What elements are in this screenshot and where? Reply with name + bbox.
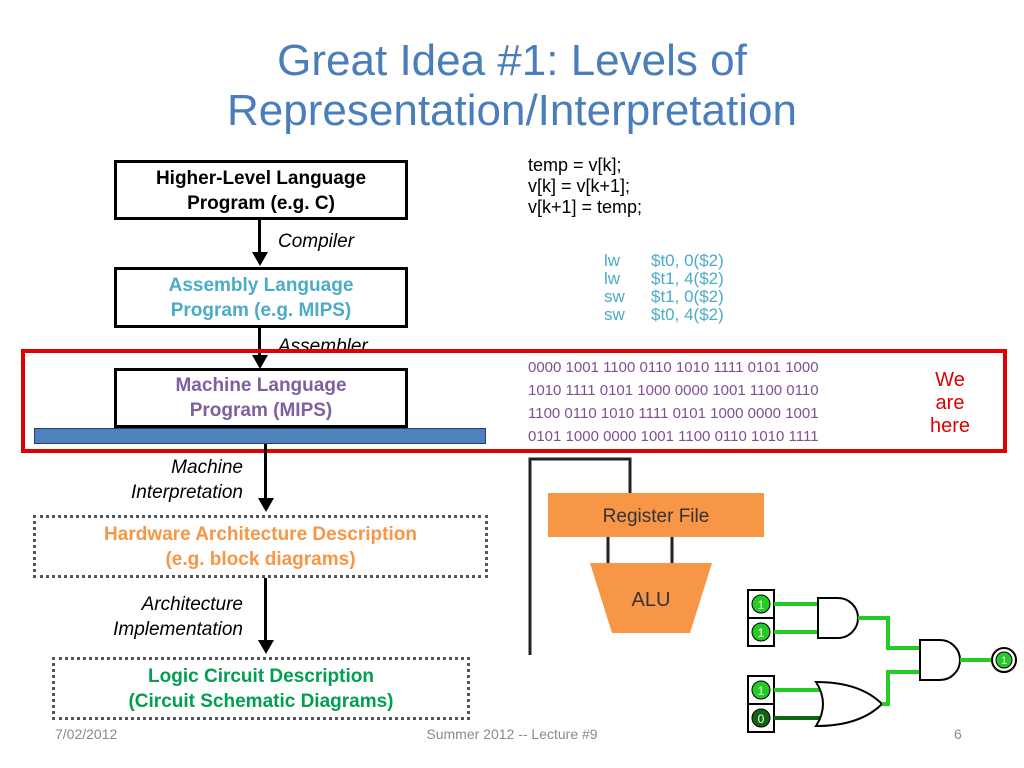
wire-on bbox=[858, 616, 920, 650]
alu-label: ALU bbox=[632, 589, 671, 611]
memory-bar bbox=[34, 428, 486, 444]
asm-line: lw $t1, 4($2) bbox=[604, 270, 724, 288]
asm-args: $t1, 0($2) bbox=[651, 287, 724, 306]
label-machine-interpretation: Machine Interpretation bbox=[60, 455, 243, 505]
arrow-assembler-head bbox=[252, 355, 268, 369]
asm-code-block: lw $t0, 0($2) lw $t1, 4($2) sw $t1, 0($2) s… bbox=[604, 252, 724, 324]
logic-label-1: Logic Circuit Description bbox=[148, 666, 374, 687]
asm-op: sw bbox=[604, 287, 625, 306]
asm-op: lw bbox=[604, 269, 621, 288]
output-value: 1 bbox=[1001, 655, 1007, 667]
label-compiler: Compiler bbox=[278, 231, 355, 252]
or-gate bbox=[814, 680, 884, 728]
arrow-assembler-line bbox=[258, 328, 261, 358]
binary-line: 0000 1001 1100 0110 1010 1111 0101 1000 bbox=[528, 359, 819, 376]
slide-title: Great Idea #1: Levels of Representation/… bbox=[0, 36, 1024, 136]
asm-args: $t0, 0($2) bbox=[651, 251, 724, 270]
footer-date: 7/02/2012 bbox=[55, 726, 118, 742]
label-machine-line-1: Machine bbox=[171, 457, 243, 478]
hardware-block-diagram: Register File ALU bbox=[528, 457, 764, 655]
asm-label-1: Assembly Language bbox=[168, 275, 354, 296]
arrow-machine-head bbox=[258, 498, 274, 512]
input-led-on bbox=[751, 594, 771, 614]
we-are-here-word: are bbox=[935, 392, 965, 414]
output-led-on bbox=[995, 651, 1013, 669]
we-are-here-word: here bbox=[929, 415, 971, 437]
c-code-line: v[k] = v[k+1]; bbox=[528, 176, 631, 196]
label-arch-line-2: Implementation bbox=[113, 619, 243, 640]
footer-course: Summer 2012 -- Lecture #9 bbox=[426, 726, 598, 742]
asm-args: $t1, 4($2) bbox=[651, 269, 724, 288]
register-file-block bbox=[548, 493, 764, 537]
wire-on bbox=[882, 670, 920, 706]
machine-label-2: Program (MIPS) bbox=[189, 400, 333, 421]
and-gate bbox=[919, 639, 961, 681]
arrow-arch-head bbox=[258, 640, 274, 654]
asm-op: lw bbox=[604, 251, 621, 270]
asm-args: $t0, 4($2) bbox=[651, 305, 724, 324]
hardware-label-1: Hardware Architecture Description bbox=[104, 524, 417, 545]
input-led-off bbox=[751, 708, 771, 728]
c-code-block: temp = v[k]; v[k] = v[k+1]; v[k+1] = tem… bbox=[528, 155, 642, 218]
binary-line: 1100 0110 1010 1111 0101 1000 0000 1001 bbox=[528, 405, 819, 422]
arrow-arch-line bbox=[264, 578, 267, 642]
binary-line: 1010 1111 0101 1000 0000 1001 1100 0110 bbox=[528, 382, 819, 399]
hll-label-2: Program (e.g. C) bbox=[187, 193, 335, 214]
input-value: 0 bbox=[758, 712, 765, 726]
input-value: 1 bbox=[758, 626, 765, 640]
arrow-machine-line bbox=[264, 444, 267, 500]
label-architecture-implementation: Architecture Implementation bbox=[40, 592, 243, 642]
input-value: 1 bbox=[758, 684, 765, 698]
logic-label-2: (Circuit Schematic Diagrams) bbox=[128, 691, 394, 712]
we-are-here-highlight bbox=[21, 349, 1007, 453]
level-box-hardware: Hardware Architecture Description (e.g. … bbox=[33, 515, 488, 578]
level-box-logic: Logic Circuit Description (Circuit Schem… bbox=[52, 657, 470, 720]
asm-op: sw bbox=[604, 305, 625, 324]
hardware-label-2: (e.g. block diagrams) bbox=[165, 549, 356, 570]
logic-schematic: 1 1 1 0 1 bbox=[747, 589, 1017, 733]
label-arch-line-1: Architecture bbox=[141, 594, 243, 615]
asm-line: lw $t0, 0($2) bbox=[604, 252, 724, 270]
c-code-line: v[k+1] = temp; bbox=[528, 197, 643, 217]
arrow-compiler-head bbox=[252, 252, 268, 266]
feedback-wire bbox=[528, 457, 632, 655]
asm-line: sw $t1, 0($2) bbox=[604, 288, 724, 306]
input-led-on bbox=[751, 622, 771, 642]
binary-code-block: 0000 1001 1100 0110 1010 1111 0101 1000 … bbox=[528, 356, 819, 448]
we-are-here-label: We are here bbox=[918, 369, 982, 438]
label-machine-line-2: Interpretation bbox=[131, 482, 243, 503]
level-box-asm: Assembly Language Program (e.g. MIPS) bbox=[114, 267, 408, 328]
level-box-hll: Higher-Level Language Program (e.g. C) bbox=[114, 160, 408, 220]
asm-label-2: Program (e.g. MIPS) bbox=[170, 300, 352, 321]
alu-block bbox=[590, 563, 712, 633]
arrow-compiler-line bbox=[258, 220, 261, 254]
asm-line: sw $t0, 4($2) bbox=[604, 306, 724, 324]
title-line-2: Representation/Interpretation bbox=[227, 86, 797, 135]
we-are-here-word: We bbox=[935, 369, 965, 391]
binary-line: 0101 1000 0000 1001 1100 0110 1010 1111 bbox=[528, 428, 819, 445]
title-line-1: Great Idea #1: Levels of bbox=[277, 36, 747, 85]
input-led-on bbox=[751, 680, 771, 700]
and-gate bbox=[817, 597, 859, 639]
machine-label-1: Machine Language bbox=[175, 375, 347, 396]
level-box-machine: Machine Language Program (MIPS) bbox=[114, 368, 408, 428]
register-file-label: Register File bbox=[603, 506, 710, 527]
footer-page-number: 6 bbox=[954, 726, 962, 742]
c-code-line: temp = v[k]; bbox=[528, 155, 622, 175]
hll-label-1: Higher-Level Language bbox=[155, 168, 367, 189]
input-value: 1 bbox=[758, 598, 765, 612]
